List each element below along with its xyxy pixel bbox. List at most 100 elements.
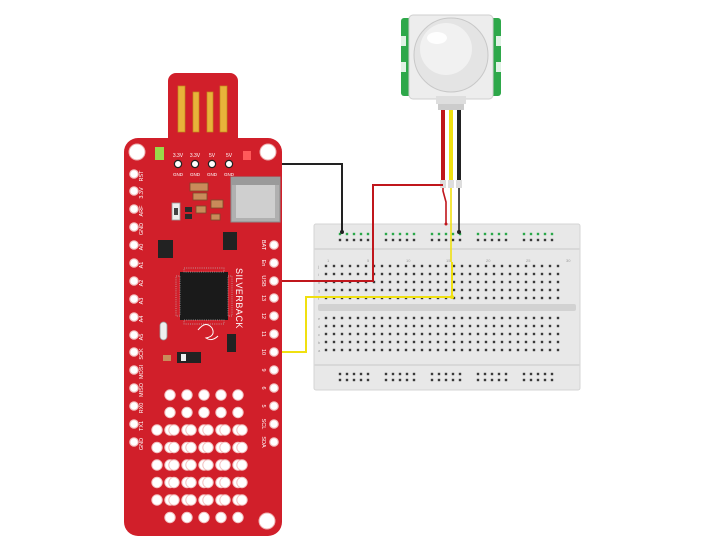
breadboard-hole xyxy=(332,264,336,268)
power-rail-hole xyxy=(504,238,508,242)
microcontroller-chip xyxy=(180,272,228,320)
power-rail-hole xyxy=(536,378,540,382)
breadboard-hole xyxy=(452,272,456,276)
breadboard-hole xyxy=(516,348,520,352)
breadboard-hole xyxy=(356,332,360,336)
left-pin-hole xyxy=(129,419,139,429)
breadboard-hole xyxy=(444,348,448,352)
power-rail-hole xyxy=(483,232,487,236)
right-pin-hole xyxy=(269,329,279,339)
sensor-connector xyxy=(438,104,464,110)
breadboard-hole xyxy=(468,296,472,300)
breadboard-hole xyxy=(492,272,496,276)
breadboard-hole xyxy=(548,348,552,352)
breadboard-hole xyxy=(364,288,368,292)
col-number-30: 30 xyxy=(566,258,571,263)
left-pin-hole xyxy=(129,186,139,196)
header-bottom-label: GND xyxy=(190,172,201,177)
power-rail-hole xyxy=(405,232,409,236)
breadboard-hole xyxy=(404,348,408,352)
breadboard-hole xyxy=(500,316,504,320)
breadboard-hole xyxy=(508,332,512,336)
header-top-label: 5V xyxy=(226,153,233,159)
proto-hole xyxy=(168,476,180,489)
breadboard-hole xyxy=(452,348,456,352)
breadboard-hole xyxy=(532,264,536,268)
proto-hole xyxy=(181,511,193,524)
breadboard-hole xyxy=(524,272,528,276)
breadboard-hole xyxy=(340,264,344,268)
left-pin-label: GND xyxy=(139,438,145,450)
proto-hole xyxy=(236,459,248,471)
silverback-board: 3.3V 3.3V 5V 5V GND GND GND GND xyxy=(124,73,282,536)
breadboard-hole xyxy=(484,272,488,276)
breadboard-hole xyxy=(508,264,512,268)
breadboard-hole xyxy=(540,272,544,276)
breadboard-hole xyxy=(492,348,496,352)
breadboard-hole xyxy=(356,324,360,328)
right-pin-hole xyxy=(269,437,279,447)
right-pin-label: 13 xyxy=(260,295,266,301)
breadboard-hole xyxy=(404,288,408,292)
power-rail-hole xyxy=(451,232,455,236)
power-rail-hole xyxy=(398,372,402,376)
breadboard-hole xyxy=(380,288,384,292)
breadboard-hole xyxy=(364,264,368,268)
power-rail-hole xyxy=(366,232,370,236)
breadboard-hole xyxy=(356,288,360,292)
power-rail-hole xyxy=(398,232,402,236)
proto-hole xyxy=(181,389,193,401)
proto-hole xyxy=(168,494,180,506)
power-rail-hole xyxy=(338,378,342,382)
breadboard-hole xyxy=(324,340,328,344)
power-rail-hole xyxy=(497,378,501,382)
right-pin-label: 6 xyxy=(260,386,266,389)
breadboard-hole xyxy=(524,332,528,336)
power-rail-hole xyxy=(490,378,494,382)
breadboard-hole xyxy=(396,264,400,268)
proto-hole xyxy=(185,476,197,489)
breadboard-hole xyxy=(420,316,424,320)
left-pin-hole xyxy=(129,276,139,286)
breadboard-hole xyxy=(492,332,496,336)
breadboard-hole xyxy=(540,332,544,336)
power-rail-hole xyxy=(536,372,540,376)
power-rail-hole xyxy=(529,238,533,242)
breadboard-hole xyxy=(532,296,536,300)
breadboard-hole xyxy=(532,280,536,284)
breadboard-hole xyxy=(548,264,552,268)
breadboard-hole xyxy=(348,324,352,328)
power-rail-hole xyxy=(550,372,554,376)
breadboard-hole xyxy=(332,348,336,352)
breadboard-hole xyxy=(532,316,536,320)
power-rail-hole xyxy=(497,372,501,376)
breadboard: j i h g f e d c b a 1 5 10 15 20 25 30 xyxy=(313,223,581,391)
breadboard-hole xyxy=(548,272,552,276)
breadboard-hole xyxy=(540,288,544,292)
breadboard-hole xyxy=(532,324,536,328)
breadboard-hole xyxy=(388,324,392,328)
power-rail-hole xyxy=(490,238,494,242)
breadboard-hole xyxy=(420,280,424,284)
breadboard-hole xyxy=(540,296,544,300)
breadboard-hole xyxy=(444,264,448,268)
breadboard-hole xyxy=(476,332,480,336)
breadboard-hole xyxy=(332,340,336,344)
breadboard-hole xyxy=(340,272,344,276)
breadboard-hole xyxy=(540,324,544,328)
right-pin-hole xyxy=(269,311,279,321)
breadboard-hole xyxy=(508,288,512,292)
breadboard-hole xyxy=(404,264,408,268)
power-rail-hole xyxy=(483,372,487,376)
breadboard-hole xyxy=(540,348,544,352)
breadboard-hole xyxy=(476,264,480,268)
breadboard-hole xyxy=(516,340,520,344)
board-pcb xyxy=(124,138,282,536)
breadboard-hole xyxy=(420,340,424,344)
breadboard-hole xyxy=(500,332,504,336)
proto-hole xyxy=(185,424,197,436)
breadboard-hole xyxy=(556,324,560,328)
power-rail-hole xyxy=(412,378,416,382)
